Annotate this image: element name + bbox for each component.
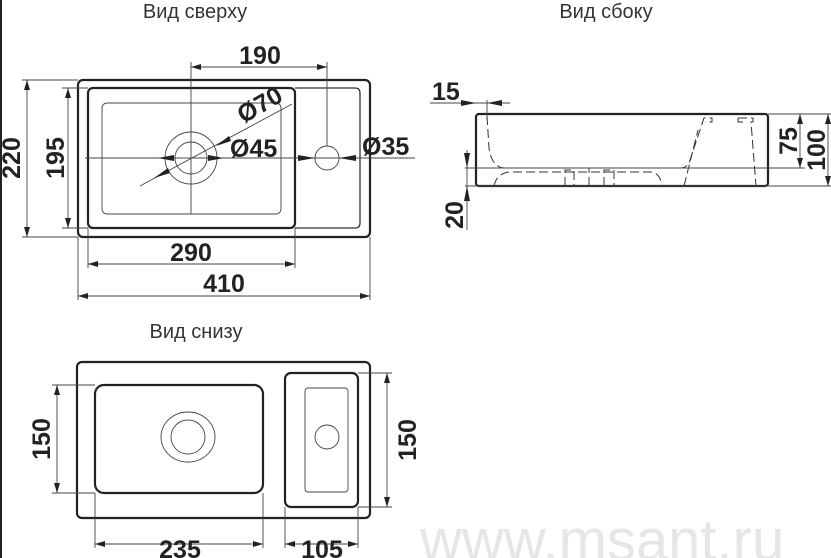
dim-rim: 15 (432, 78, 460, 106)
side-view: 15 75 100 20 (430, 78, 831, 230)
dim-tap-hole: Ø35 (362, 133, 409, 161)
arrows-35 (298, 155, 356, 161)
top-view: 190 220 195 290 410 Ø70 Ø45 Ø35 (0, 42, 415, 300)
dim-left-depth: 150 (28, 418, 56, 460)
arrows-45 (158, 155, 224, 161)
dim-left-width: 235 (159, 536, 201, 558)
bottom-view: 150 150 235 105 (28, 360, 422, 558)
arrows-15 (461, 100, 502, 106)
dim-overall-height: 100 (803, 129, 831, 171)
side-hidden-overflow (737, 117, 757, 187)
side-hidden-drain (564, 129, 699, 187)
arrows-20 (464, 153, 470, 201)
dim-drain-inner: Ø45 (230, 135, 277, 163)
bottom-outer-outline (75, 360, 372, 520)
dim-bowl-depth: 195 (42, 137, 70, 179)
dim-bowl-height: 75 (775, 127, 803, 155)
top-view-title: Вид сверху (143, 1, 247, 23)
dim-right-width: 105 (301, 536, 343, 558)
bottom-deck-inner (304, 387, 349, 493)
bottom-view-title: Вид снизу (150, 321, 243, 343)
bottom-tap-hole (314, 424, 340, 450)
dim-bowl-width: 290 (170, 239, 212, 267)
dim-overall-width: 410 (203, 270, 245, 298)
bottom-bowl-outline (93, 383, 265, 495)
side-hidden-base (493, 171, 663, 187)
bottom-drain-outer (160, 411, 216, 463)
dim-base: 20 (441, 201, 469, 229)
watermark: www.msant.ru (419, 508, 784, 558)
side-outline (474, 112, 770, 188)
dim-right-depth: 150 (394, 419, 422, 461)
bottom-drain-inner (170, 419, 206, 455)
arrows-70 (154, 136, 231, 178)
top-basin-outline (101, 102, 282, 215)
side-hidden-bowl (486, 115, 713, 169)
bottom-deck-outline (283, 371, 360, 509)
top-outer-outline (76, 78, 372, 239)
dim-overall-depth: 220 (0, 137, 26, 179)
side-view-title: Вид сбоку (559, 1, 652, 23)
dim-hole-spacing: 190 (239, 42, 281, 70)
